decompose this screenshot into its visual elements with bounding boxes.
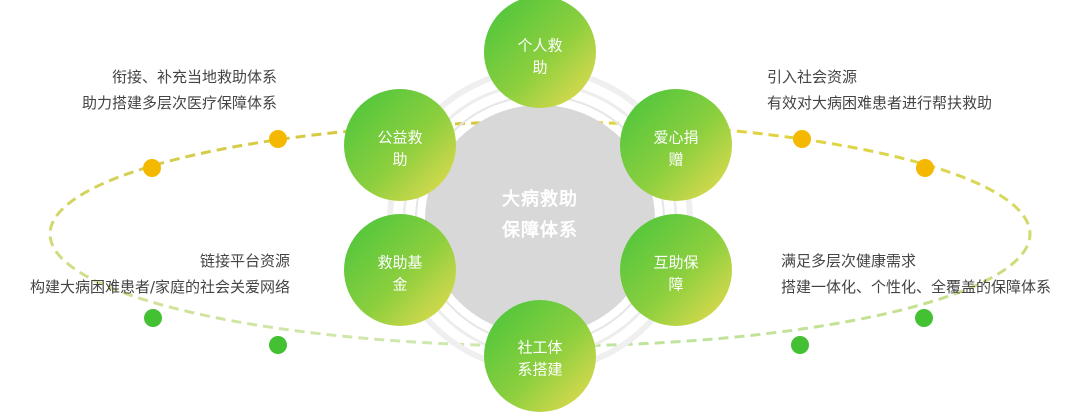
note-line: 链接平台资源 (199, 252, 290, 270)
svg-text:救助基: 救助基 (377, 254, 422, 272)
orbit-right-arc (544, 120, 1032, 348)
svg-text:社工体: 社工体 (517, 339, 562, 357)
note-line: 引入社会资源 (767, 68, 858, 86)
svg-text:公益救: 公益救 (377, 129, 422, 147)
orbit-dot-orange (143, 159, 161, 177)
node-public-welfare-aid: 公益救 助 (344, 89, 456, 201)
node-aid-fund: 救助基 金 (344, 214, 456, 326)
svg-text:障: 障 (668, 276, 683, 294)
note-line: 满足多层次健康需求 (781, 252, 917, 270)
core-circle (425, 105, 655, 335)
note-top-right: 引入社会资源 有效对大病困难患者进行帮扶救助 (767, 64, 992, 116)
svg-text:赠: 赠 (668, 151, 683, 169)
svg-text:助: 助 (532, 59, 547, 77)
orbit-dot-green (791, 336, 809, 354)
node-charity-donation: 爱心捐 赠 (620, 89, 732, 201)
core-title-line2: 保障体系 (501, 219, 578, 241)
note-bottom-left: 链接平台资源 构建大病困难患者/家庭的社会关爱网络 (30, 248, 290, 300)
note-top-left: 衔接、补充当地救助体系 助力搭建多层次医疗保障体系 (82, 64, 277, 116)
note-line: 衔接、补充当地救助体系 (111, 68, 277, 86)
orbit-dot-green (915, 309, 933, 327)
node-mutual-aid: 互助保 障 (620, 214, 732, 326)
orbit-dot-green (144, 309, 162, 327)
svg-text:个人救: 个人救 (517, 37, 562, 55)
svg-text:金: 金 (392, 276, 407, 294)
note-line: 构建大病困难患者/家庭的社会关爱网络 (29, 278, 290, 296)
node-social-work: 社工体 系搭建 (484, 300, 596, 412)
note-line: 助力搭建多层次医疗保障体系 (81, 94, 277, 112)
note-line: 搭建一体化、个性化、全覆盖的保障体系 (781, 278, 1052, 296)
note-line: 有效对大病困难患者进行帮扶救助 (767, 94, 993, 112)
orbit-dot-orange (269, 130, 287, 148)
node-personal-aid: 个人救 助 (484, 0, 596, 108)
note-bottom-right: 满足多层次健康需求 搭建一体化、个性化、全覆盖的保障体系 (781, 248, 1051, 300)
svg-text:互助保: 互助保 (653, 254, 698, 272)
orbit-dot-green (269, 336, 287, 354)
core-title-line1: 大病救助 (502, 188, 578, 210)
svg-text:爱心捐: 爱心捐 (653, 129, 698, 147)
orbit-dot-orange (916, 159, 934, 177)
svg-text:助: 助 (392, 151, 407, 169)
svg-text:系搭建: 系搭建 (517, 361, 562, 379)
orbit-dot-orange (793, 130, 811, 148)
